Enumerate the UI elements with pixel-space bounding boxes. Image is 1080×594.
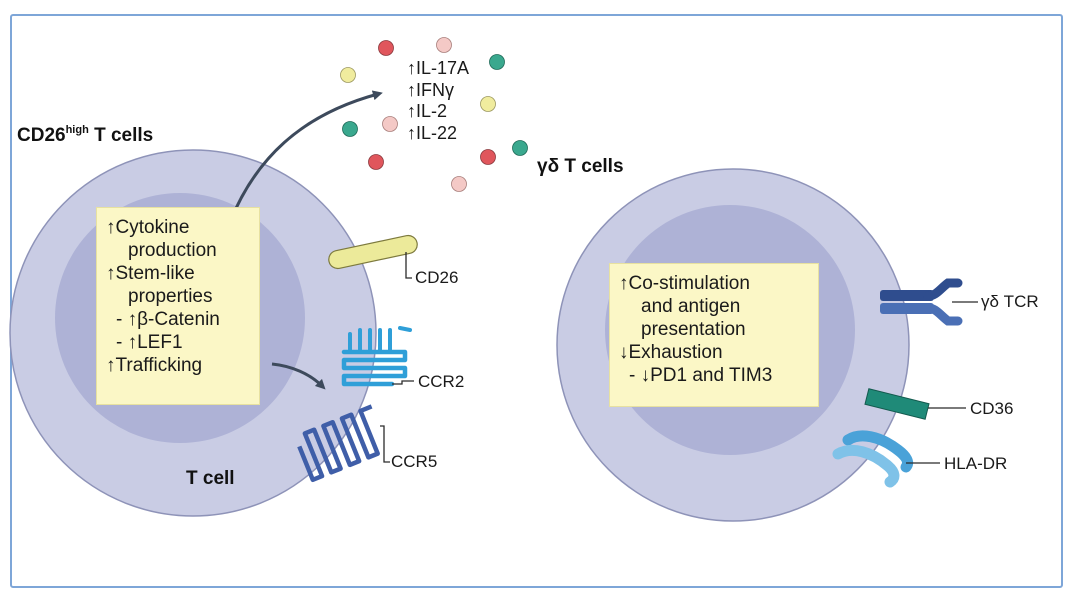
box-line: - ↓PD1 and TIM3 (629, 365, 773, 386)
cytokine-label: ↑IL-2 (407, 101, 448, 121)
cytokine-dot-yellow (340, 67, 356, 83)
ccr2-receptor (341, 326, 414, 387)
gd-tcr-label: γδ TCR (981, 292, 1039, 311)
box-line: ↑Stem-like (106, 263, 195, 284)
hla-dr-label: HLA-DR (944, 454, 1008, 473)
cell-label: T cell (186, 468, 235, 489)
left-effects-box: ↑Cytokine production ↑Stem-like properti… (96, 207, 260, 405)
box-line: properties (128, 286, 213, 307)
right-effects-box: ↑Co-stimulation and antigen presentation… (609, 263, 819, 407)
cytokine-dot-red (378, 40, 394, 56)
cd36-receptor (864, 388, 966, 420)
box-line: production (128, 240, 217, 261)
hla-dr-receptor (832, 430, 940, 488)
box-line: and antigen (641, 296, 741, 317)
box-line: - ↑β-Catenin (116, 309, 220, 330)
cd26-label: CD26 (415, 268, 459, 287)
cytokine-dot-teal (512, 140, 528, 156)
cytokine-dot-pink (436, 37, 452, 53)
cytokine-dot-red (480, 149, 496, 165)
cytokine-list: ↑IL-17A ↑IFNγ ↑IL-2 ↑IL-22 (407, 58, 469, 144)
box-line: ↑Trafficking (106, 355, 203, 376)
ccr5-receptor (297, 404, 380, 483)
left-panel-title: CD26high T cells (17, 124, 154, 146)
cytokine-dot-yellow (480, 96, 496, 112)
box-line: presentation (641, 319, 746, 340)
cytokine-label: ↑IL-17A (407, 58, 470, 78)
cd36-label: CD36 (970, 399, 1014, 418)
cytokine-dot-pink (451, 176, 467, 192)
box-line: ↑Cytokine (106, 217, 190, 238)
secretion-arrow (228, 90, 383, 223)
right-panel-title: γδ T cells (537, 156, 624, 177)
cytokine-dots (340, 37, 528, 192)
ccr5-leader-line (380, 425, 390, 463)
box-line: - ↑LEF1 (116, 332, 183, 353)
ccr2-label: CCR2 (418, 372, 465, 391)
box-line: ↑Co-stimulation (619, 273, 750, 294)
cytokine-dot-teal (489, 54, 505, 70)
cytokine-dot-teal (342, 121, 358, 137)
box-line: ↓Exhaustion (619, 342, 723, 363)
gd-tcr-receptor (880, 278, 978, 326)
ccr5-label: CCR5 (391, 452, 438, 471)
trafficking-arrow (271, 362, 326, 390)
cytokine-dot-pink (382, 116, 398, 132)
cytokine-label: ↑IL-22 (407, 122, 458, 143)
cytokine-label: ↑IFNγ (407, 79, 454, 100)
cytokine-dot-red (368, 154, 384, 170)
cd26-receptor (328, 234, 418, 279)
